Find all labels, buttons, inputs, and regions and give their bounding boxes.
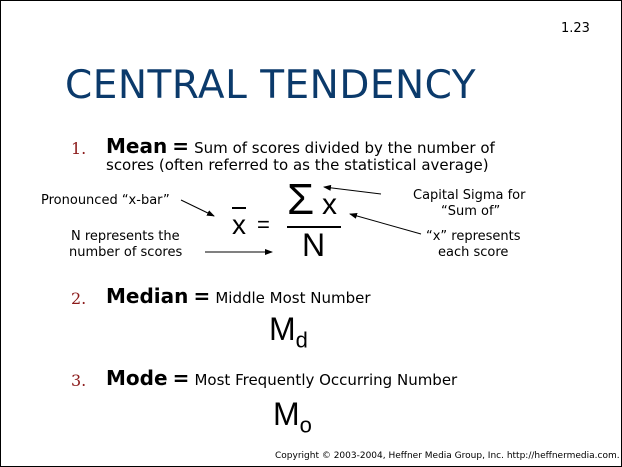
page-title: CENTRAL TENDENCY xyxy=(65,63,477,108)
denominator-n: N xyxy=(302,227,326,263)
fraction-bar xyxy=(287,226,341,228)
term-mean: Mean xyxy=(106,134,168,158)
description-line2: scores (often referred to as the statist… xyxy=(106,156,489,174)
equals: = xyxy=(193,284,211,308)
description: Middle Most Number xyxy=(215,289,371,307)
symbol-subscript: o xyxy=(299,412,312,438)
equals: = xyxy=(172,134,190,158)
list-item-mean: 1. xyxy=(71,139,86,158)
sigma-note-line2: “Sum of” xyxy=(441,204,501,219)
description: Most Frequently Occurring Number xyxy=(194,371,458,389)
arrow-x xyxy=(349,213,422,235)
x-note-line1: “x” represents xyxy=(426,229,521,244)
copyright: Copyright © 2003-2004, Heffner Media Gro… xyxy=(275,451,620,461)
list-number: 3. xyxy=(71,371,87,390)
sigma-symbol: Σ xyxy=(287,175,315,224)
numerator-x: x xyxy=(322,188,337,221)
median-symbol: Md xyxy=(269,311,308,353)
median-definition: Median = Middle Most Number xyxy=(106,284,370,308)
equals: = xyxy=(172,366,190,390)
x-note-line2: each score xyxy=(438,245,509,260)
list-item-median: 2. xyxy=(71,289,86,308)
x-bar: x xyxy=(232,209,246,240)
mode-definition: Mode = Most Frequently Occurring Number xyxy=(106,366,457,390)
arrow-sigma xyxy=(323,184,382,195)
arrow-xbar xyxy=(180,199,215,217)
symbol-subscript: d xyxy=(295,327,308,353)
term-median: Median xyxy=(106,284,189,308)
symbol-base: M xyxy=(269,311,296,347)
n-note-line1: N represents the xyxy=(71,229,180,244)
formula-equals: = xyxy=(257,212,270,237)
list-item-mode: 3. xyxy=(71,371,86,390)
symbol-base: M xyxy=(273,396,300,432)
term-mode: Mode xyxy=(106,366,168,390)
mean-definition: Mean = Sum of scores divided by the numb… xyxy=(106,134,495,158)
sigma-note-line1: Capital Sigma for xyxy=(413,188,526,203)
list-number: 2. xyxy=(71,289,87,308)
list-number: 1. xyxy=(71,139,87,158)
xbar-note: Pronounced “x-bar” xyxy=(41,193,170,208)
n-note-line2: number of scores xyxy=(69,245,183,260)
slide-number: 1.23 xyxy=(561,21,590,36)
mode-symbol: Mo xyxy=(273,396,312,438)
description: Sum of scores divided by the number of xyxy=(194,139,495,157)
